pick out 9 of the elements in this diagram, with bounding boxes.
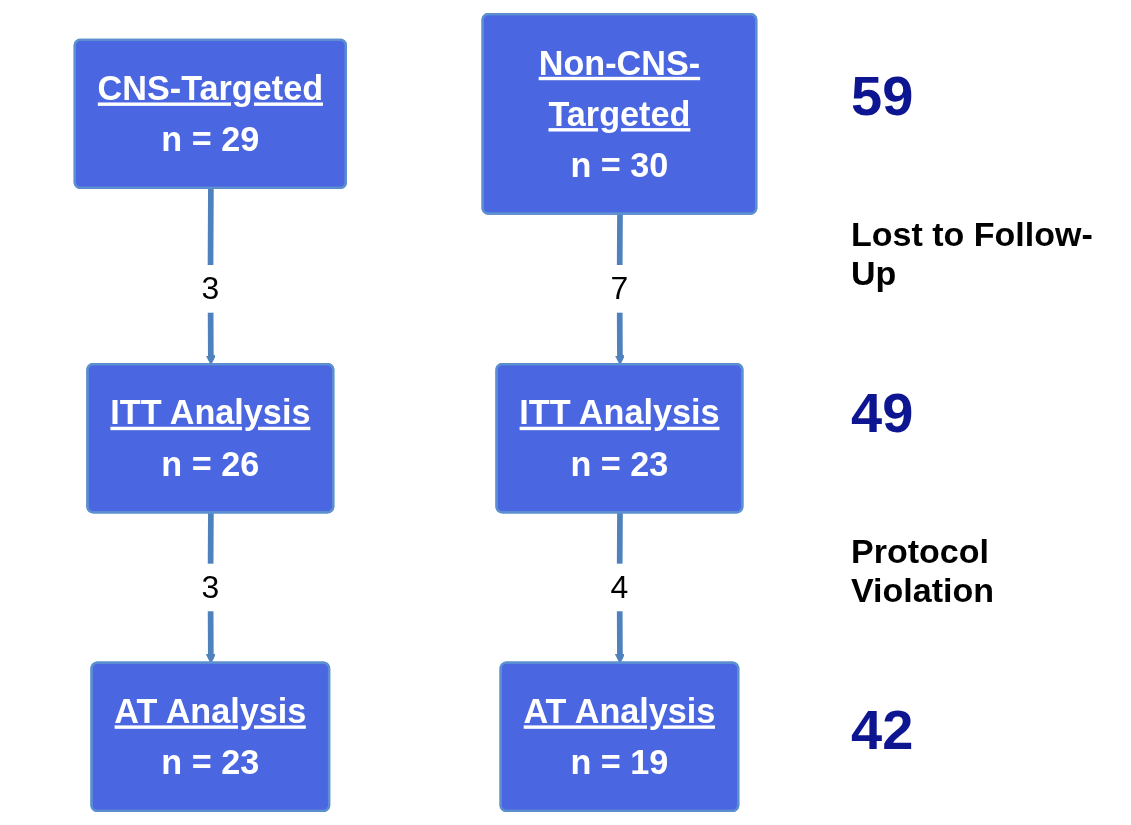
edge-label: 3 [201,569,220,605]
total-count: 49 [851,380,915,445]
edge-label: 4 [610,569,629,605]
note-label: Protocol Violation [851,531,995,610]
edge-label: 3 [201,270,220,306]
edge-label: 7 [610,270,629,306]
total-count: 59 [851,63,915,129]
note-label: Lost to Follow-Up [851,215,1094,294]
total-count: 42 [851,696,915,762]
